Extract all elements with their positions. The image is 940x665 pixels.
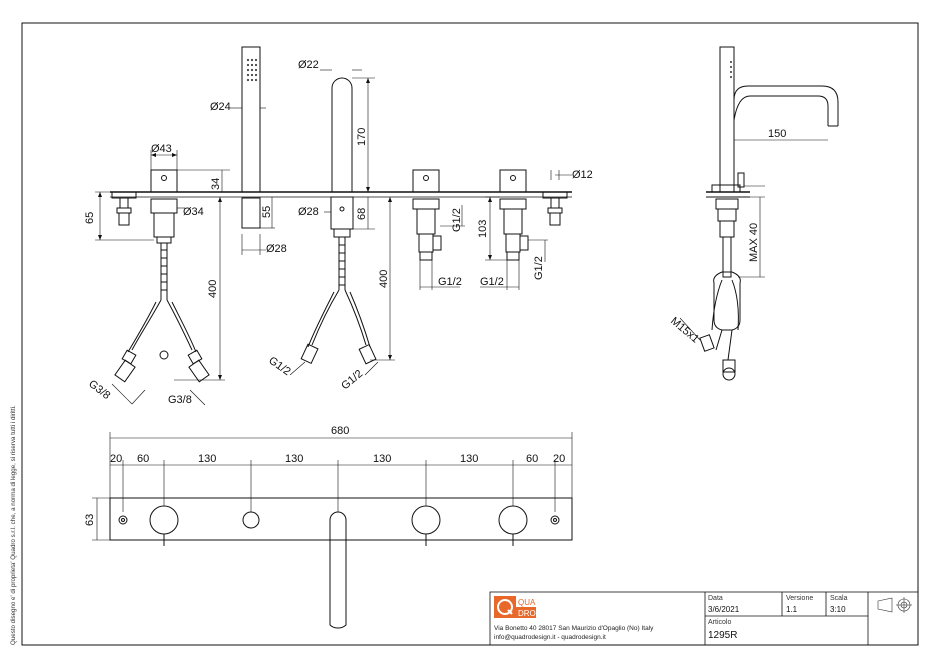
logo-text-top: QUA xyxy=(518,598,536,607)
dim-h65: 65 xyxy=(84,212,96,224)
dim-bottom-7: 60 xyxy=(526,453,538,465)
drawing-frame xyxy=(21,22,919,646)
dim-bottom-5: 130 xyxy=(373,453,391,465)
title-block xyxy=(489,591,919,646)
dim-bottom-4: 130 xyxy=(285,453,303,465)
projection-symbol-icon xyxy=(877,597,912,613)
data-value: 3/6/2021 xyxy=(708,605,740,614)
dim-w150: 150 xyxy=(768,128,786,140)
scala-label: Scala xyxy=(830,595,848,602)
dim-g12a: G1/2 xyxy=(266,355,292,379)
arrowheads xyxy=(98,78,492,380)
dim-bottom-3: 130 xyxy=(198,453,216,465)
articolo-label: Articolo xyxy=(708,619,731,626)
dim-max40: MAX 40 xyxy=(748,223,760,262)
dim-h170: 170 xyxy=(356,128,368,146)
dim-g38b: G3/8 xyxy=(168,394,192,406)
dim-h68: 68 xyxy=(356,208,368,220)
plan-dimension-lines xyxy=(92,432,573,541)
dim-bottom-2: 60 xyxy=(137,453,149,465)
logo: QUA DRO xyxy=(494,596,536,618)
dim-bottom-6: 130 xyxy=(460,453,478,465)
dim-d24: Ø24 xyxy=(210,101,231,113)
dim-d12: Ø12 xyxy=(572,169,593,181)
scala-value: 3:10 xyxy=(830,605,846,614)
versione-value: 1.1 xyxy=(786,605,798,614)
dim-d34: Ø34 xyxy=(183,206,204,218)
company-address: Via Bonetto 40 28017 San Maurizio d'Opag… xyxy=(494,625,654,632)
articolo-value: 1295R xyxy=(708,630,737,641)
front-dimension-lines xyxy=(95,69,572,406)
dim-total680: 680 xyxy=(331,425,349,437)
dim-m15: M15x1 xyxy=(668,315,701,345)
dim-g12f: G1/2 xyxy=(533,256,545,280)
dim-g12d: G1/2 xyxy=(438,276,462,288)
dim-d22: Ø22 xyxy=(298,59,319,71)
logo-text-bottom: DRO xyxy=(518,609,536,618)
dim-bottom-1: 20 xyxy=(110,453,122,465)
dim-h55: 55 xyxy=(261,206,273,218)
front-elevation xyxy=(110,46,572,383)
dim-h34: 34 xyxy=(210,178,222,190)
side-dimension-lines xyxy=(679,139,828,341)
dim-h63: 63 xyxy=(84,514,96,526)
dim-g38a: G3/8 xyxy=(86,378,112,402)
company-contact: info@quadrodesign.it - quadrodesign.it xyxy=(494,634,606,641)
dim-g12e: G1/2 xyxy=(480,276,504,288)
dim-h400b: 400 xyxy=(378,270,390,288)
side-copyright-note: Questo disegno e' di proprieta' Quadro s… xyxy=(10,405,17,645)
dim-g12c: G1/2 xyxy=(451,208,463,232)
side-view xyxy=(699,46,839,381)
dim-d28a: Ø28 xyxy=(266,243,287,255)
data-label: Data xyxy=(708,595,723,602)
dim-d28b: Ø28 xyxy=(298,206,319,218)
versione-label: Versione xyxy=(786,595,813,602)
dim-g12b: G1/2 xyxy=(339,368,365,393)
dim-bottom-8: 20 xyxy=(553,453,565,465)
dim-h400a: 400 xyxy=(207,280,219,298)
dim-h103: 103 xyxy=(477,220,489,238)
dim-d43: Ø43 xyxy=(151,143,172,155)
